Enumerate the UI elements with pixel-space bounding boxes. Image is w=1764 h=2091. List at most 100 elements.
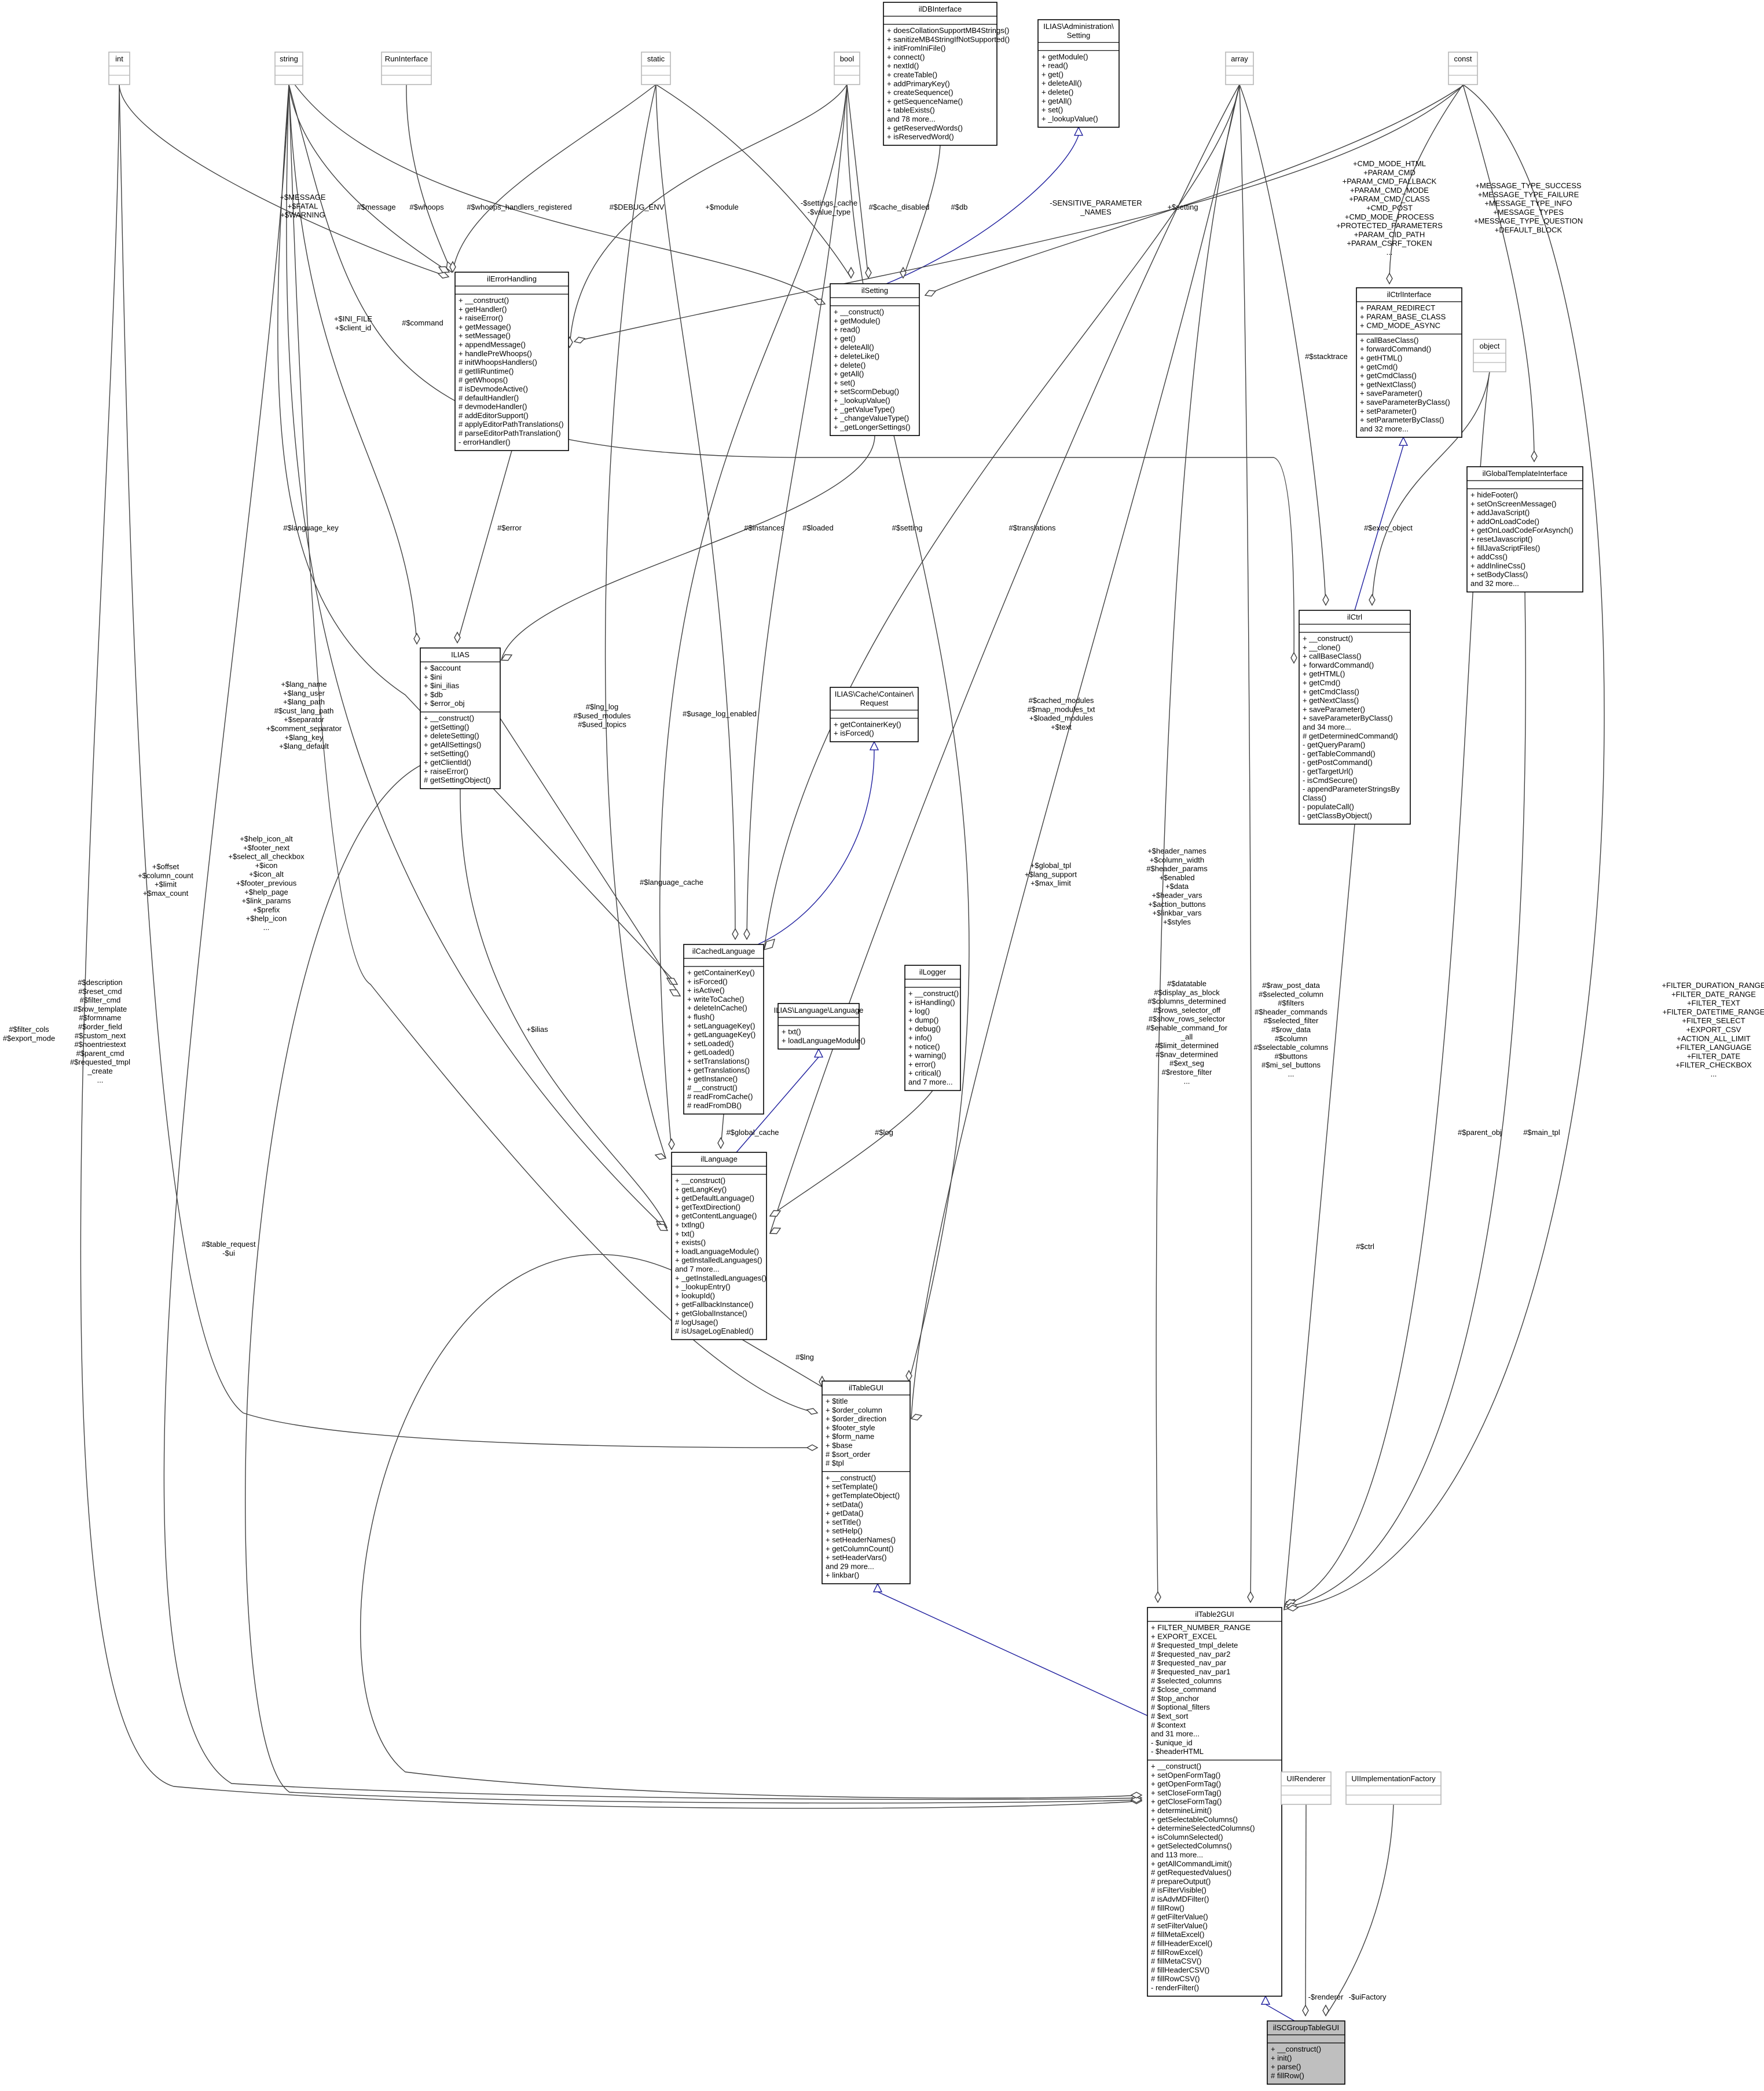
composition-diamond: [1130, 1792, 1143, 1799]
class-attribute: and 31 more...: [1151, 1730, 1200, 1738]
class-method: + getInstance(): [687, 1075, 738, 1083]
class-method: + info(): [908, 1034, 932, 1042]
edge-label-usage-log: #$usage_log_enabled: [683, 709, 757, 718]
edge-label-error: #$error: [497, 523, 522, 532]
edge-label-offset: +$offset+$column_count+$limit+$max_count: [138, 862, 193, 898]
class-method: # devmodeHandler(): [459, 402, 527, 411]
edge-label-settings-cache: -$settings_cache-$value_type: [801, 199, 857, 216]
class-method: # getDeterminedCommand(): [1303, 731, 1398, 740]
composition-diamond: [1386, 272, 1393, 285]
edge-const-globaltpl: [1462, 84, 1535, 462]
class-method: # fillRow(): [1151, 1903, 1184, 1912]
relationship-edges: [80, 84, 1605, 2022]
class-method: + isColumnSelected(): [1151, 1833, 1223, 1841]
class-iltable2gui: ilTable2GUI+ FILTER_NUMBER_RANGE+ EXPORT…: [1147, 1607, 1282, 1997]
class-method: + deleteInCache(): [687, 1004, 747, 1012]
class-method: + initFromIniFile(): [887, 44, 946, 53]
edge-label-command: #$command: [402, 318, 443, 327]
class-method: - getTableCommand(): [1303, 749, 1376, 758]
class-title: ilCtrl: [1347, 613, 1362, 621]
class-method: + getCmdClass(): [1303, 687, 1359, 696]
class-attribute: # $ext_sort: [1151, 1712, 1189, 1720]
class-method: + getGlobalInstance(): [675, 1309, 747, 1318]
class-method: + __construct(): [908, 989, 959, 998]
class-method: + delete(): [1041, 88, 1073, 97]
class-attribute: + $error_obj: [424, 699, 465, 708]
class-attribute: + $footer_style: [826, 1423, 875, 1432]
edge-label-lng-log: #$lng_log#$used_modules#$used_topics: [573, 702, 631, 729]
composition-diamond: [1154, 1591, 1161, 1603]
class-title: RunInterface: [385, 54, 428, 63]
class-method: + getCmd(): [1303, 679, 1340, 687]
class-method: + getAllCommandLimit(): [1151, 1859, 1232, 1868]
edge-runinterface-errorhandling: [406, 84, 452, 273]
edge-uifactory-scgroup: [1325, 1804, 1394, 2016]
class-method: + callBaseClass(): [1360, 336, 1419, 345]
edge-label-debug-env: #$DEBUG_ENV: [610, 203, 665, 211]
class-title: bool: [840, 54, 855, 63]
edge-label-whoops-handlers: #$whoops_handlers_registered: [467, 203, 571, 211]
class-method: + getContentLanguage(): [675, 1211, 757, 1220]
class-iltablegui: ilTableGUI+ $title+ $order_column+ $orde…: [822, 1380, 911, 1584]
class-method: + warning(): [908, 1051, 946, 1060]
edge-string-iltablegui: [288, 84, 818, 1413]
class-method: + getCloseFormTag(): [1151, 1797, 1222, 1806]
edge-bool-ilsetting-cache: [846, 84, 869, 279]
class-ilias: ILIAS+ $account+ $ini+ $ini_ilias+ $db+ …: [420, 647, 501, 789]
class-method: - appendParameterStringsBy: [1303, 785, 1400, 793]
composition-diamond: [865, 266, 872, 279]
class-method: + setOpenFormTag(): [1151, 1771, 1220, 1779]
class-title: ilLogger: [919, 968, 947, 976]
edge-label-ctrl: #$ctrl: [1356, 1242, 1374, 1251]
class-method: + addOnLoadCode(): [1470, 517, 1539, 526]
class-method: + callBaseClass(): [1303, 652, 1362, 661]
class-method: + exists(): [675, 1238, 706, 1247]
class-method: + setCloseFormTag(): [1151, 1788, 1222, 1797]
edge-label-lng: #$lng: [795, 1353, 814, 1361]
edge-const-errorhandling: [574, 85, 1464, 342]
class-method: # isUsageLogEnabled(): [675, 1327, 754, 1335]
edge-label-translations: #$translations: [1009, 523, 1056, 532]
class-method: + createSequence(): [887, 88, 953, 97]
class-object: object: [1473, 339, 1506, 372]
class-method: # fillHeaderCSV(): [1151, 1965, 1209, 1974]
class-title: array: [1231, 54, 1248, 63]
class-method: + setMessage(): [459, 331, 511, 340]
class-method: + getMessage(): [459, 323, 511, 331]
composition-diamond: [573, 336, 586, 344]
class-attribute: + PARAM_REDIRECT: [1360, 303, 1435, 312]
class-method: + error(): [908, 1060, 936, 1068]
class-method: + __construct(): [459, 296, 509, 305]
class-method: + setOnScreenMessage(): [1470, 499, 1556, 508]
class-method: + getNextClass(): [1303, 696, 1359, 705]
composition-diamond: [1531, 450, 1538, 463]
class-method: + parse(): [1271, 2063, 1301, 2071]
class-method: + getContainerKey(): [834, 720, 901, 728]
class-method: + __construct(): [834, 307, 884, 316]
composition-diamond: [1302, 2004, 1309, 2017]
class-method: + __construct(): [1151, 1762, 1201, 1771]
class-method: + deleteLike(): [834, 352, 879, 361]
class-method: + __construct(): [424, 714, 474, 723]
class-method: and 34 more...: [1303, 723, 1351, 731]
edge-string-langname: [277, 84, 678, 985]
composition-diamond: [1286, 1605, 1299, 1612]
class-method: + log(): [908, 1007, 930, 1016]
composition-diamond: [743, 928, 750, 940]
class-method: and 78 more...: [887, 115, 936, 123]
class-method: + setTemplate(): [826, 1482, 878, 1491]
edge-label-message: #$message: [357, 203, 395, 211]
class-method: + getCmdClass(): [1360, 371, 1417, 380]
class-method: + deleteSetting(): [424, 731, 479, 740]
edge-static-errorhandling: [452, 84, 657, 273]
edge-label-stacktrace: #$stacktrace: [1305, 352, 1348, 361]
edge-label-raw-post: #$raw_post_data#$selected_column#$filter…: [1254, 981, 1329, 1078]
class-illanguage: ilLanguage+ __construct()+ getLangKey()+…: [671, 1152, 767, 1341]
class-method: + _getInstalledLanguages(): [675, 1273, 767, 1282]
class-title: int: [115, 54, 123, 63]
class-method: + isForced(): [687, 977, 728, 986]
class-string: string: [274, 52, 303, 85]
edge-label-instances: #$instances: [744, 523, 784, 532]
class-method: + set(): [834, 378, 855, 387]
edge-ilscgroup-iltable2gui: [1265, 2004, 1295, 2022]
